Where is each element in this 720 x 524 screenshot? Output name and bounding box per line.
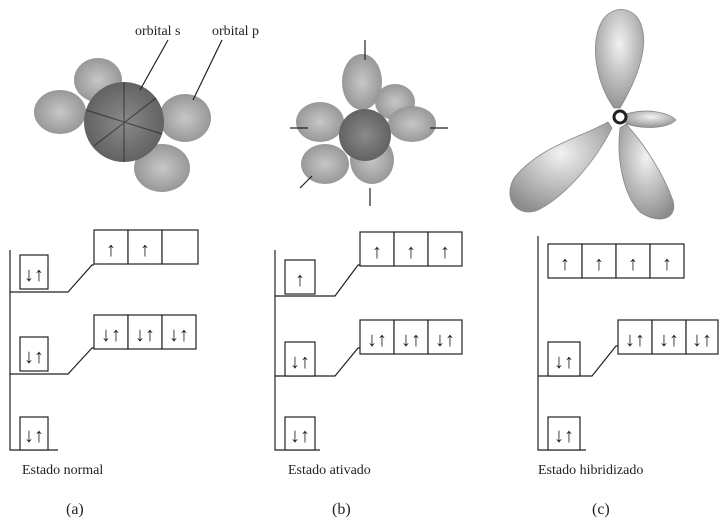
electron-pair: ↓↑ — [554, 425, 574, 447]
state-label-a: Estado normal — [22, 463, 103, 478]
panel-tag-a: (a) — [66, 501, 84, 518]
orbital-box — [547, 341, 581, 377]
electron-pair: ↓↑ — [625, 329, 645, 351]
electron-pair: ↓↑ — [169, 324, 189, 346]
orbital-box — [19, 336, 49, 372]
orbital-box — [547, 416, 581, 451]
energy-diagram-b: ↑ ↑ ↑ ↑ ↓↑ ↓↑ ↓↑ ↓↑ ↓↑ Estado ativado (b… — [274, 231, 463, 518]
electron-pair: ↓↑ — [554, 351, 574, 373]
electron: ↑ — [140, 239, 150, 261]
callout-line-p — [192, 39, 223, 101]
orbital-box — [161, 314, 197, 350]
orbital-box — [93, 314, 129, 350]
p-lobe — [134, 144, 190, 192]
level-line — [275, 264, 360, 297]
orbital-box — [359, 319, 395, 355]
s-orbital-sphere — [339, 109, 391, 161]
level-line — [10, 264, 94, 293]
level-line — [10, 347, 94, 375]
electron-pair: ↓↑ — [290, 425, 310, 447]
label-orbital-s: orbital s — [135, 24, 181, 39]
hybrid-lobe — [625, 110, 677, 128]
electron-pair: ↓↑ — [24, 425, 44, 447]
electron-pair: ↓↑ — [401, 329, 421, 351]
electron: ↑ — [560, 253, 570, 275]
electron: ↑ — [106, 239, 116, 261]
callout-line-s — [139, 39, 169, 91]
electron-pair: ↓↑ — [24, 264, 44, 286]
p-lobe — [296, 102, 344, 142]
p-lobe — [301, 144, 349, 184]
orbital-box — [651, 319, 687, 355]
orbital-box — [581, 243, 617, 279]
panel-tag-c: (c) — [592, 501, 610, 518]
state-label-b: Estado ativado — [288, 463, 371, 478]
electron: ↑ — [440, 241, 450, 263]
electron: ↑ — [295, 269, 305, 291]
electron: ↑ — [372, 241, 382, 263]
orbital-box — [93, 229, 129, 265]
p-lobe — [388, 106, 436, 142]
electron: ↑ — [406, 241, 416, 263]
nucleus — [612, 109, 628, 125]
state-label-c: Estado hibridizado — [538, 463, 643, 478]
orbital-box — [427, 319, 463, 355]
orbital-box — [393, 231, 429, 267]
orbital-box — [19, 254, 49, 290]
p-lobe — [34, 90, 86, 134]
panel-tag-b: (b) — [332, 501, 351, 518]
orbital-box — [284, 341, 316, 377]
hybrid-lobe — [594, 9, 645, 109]
electron-pair: ↓↑ — [290, 351, 310, 373]
p-lobe — [342, 54, 382, 110]
label-orbital-p: orbital p — [212, 24, 259, 39]
orbital-box — [284, 416, 316, 451]
electron: ↑ — [594, 253, 604, 275]
orbital-box — [284, 259, 316, 295]
axis-arrows — [290, 40, 448, 206]
orbital-picture-b — [290, 40, 448, 206]
electron: ↑ — [628, 253, 638, 275]
hybrid-lobe — [618, 123, 675, 220]
electron-pair: ↓↑ — [135, 324, 155, 346]
electron-pair: ↓↑ — [101, 324, 121, 346]
electron-pair: ↓↑ — [367, 329, 387, 351]
electron-pair: ↓↑ — [659, 329, 679, 351]
s-orbital-shading — [85, 82, 163, 162]
orbital-box — [393, 319, 429, 355]
p-lobe — [159, 94, 211, 142]
orbital-box — [649, 243, 685, 279]
orbital-picture-c — [509, 9, 677, 220]
orbital-box — [547, 243, 583, 279]
orbital-box — [427, 231, 463, 267]
electron: ↑ — [662, 253, 672, 275]
orbital-box — [161, 229, 199, 265]
orbital-box — [127, 229, 163, 265]
electron-pair: ↓↑ — [435, 329, 455, 351]
orbital-box — [685, 319, 719, 355]
energy-diagram-c: ↑ ↑ ↑ ↑ ↓↑ ↓↑ ↓↑ ↓↑ ↓↑ Estado hibridizad… — [537, 236, 719, 518]
hybrid-lobe — [509, 121, 613, 213]
electron-pair: ↓↑ — [24, 346, 44, 368]
orbital-picture-a: orbital s orbital p — [34, 24, 259, 192]
electron-pair: ↓↑ — [692, 329, 712, 351]
orbital-box — [617, 319, 653, 355]
energy-diagram-a: ↓↑ ↑ ↑ ↓↑ ↓↑ ↓↑ ↓↑ ↓↑ Estado normal (a) — [9, 229, 199, 518]
orbital-box — [19, 416, 49, 451]
